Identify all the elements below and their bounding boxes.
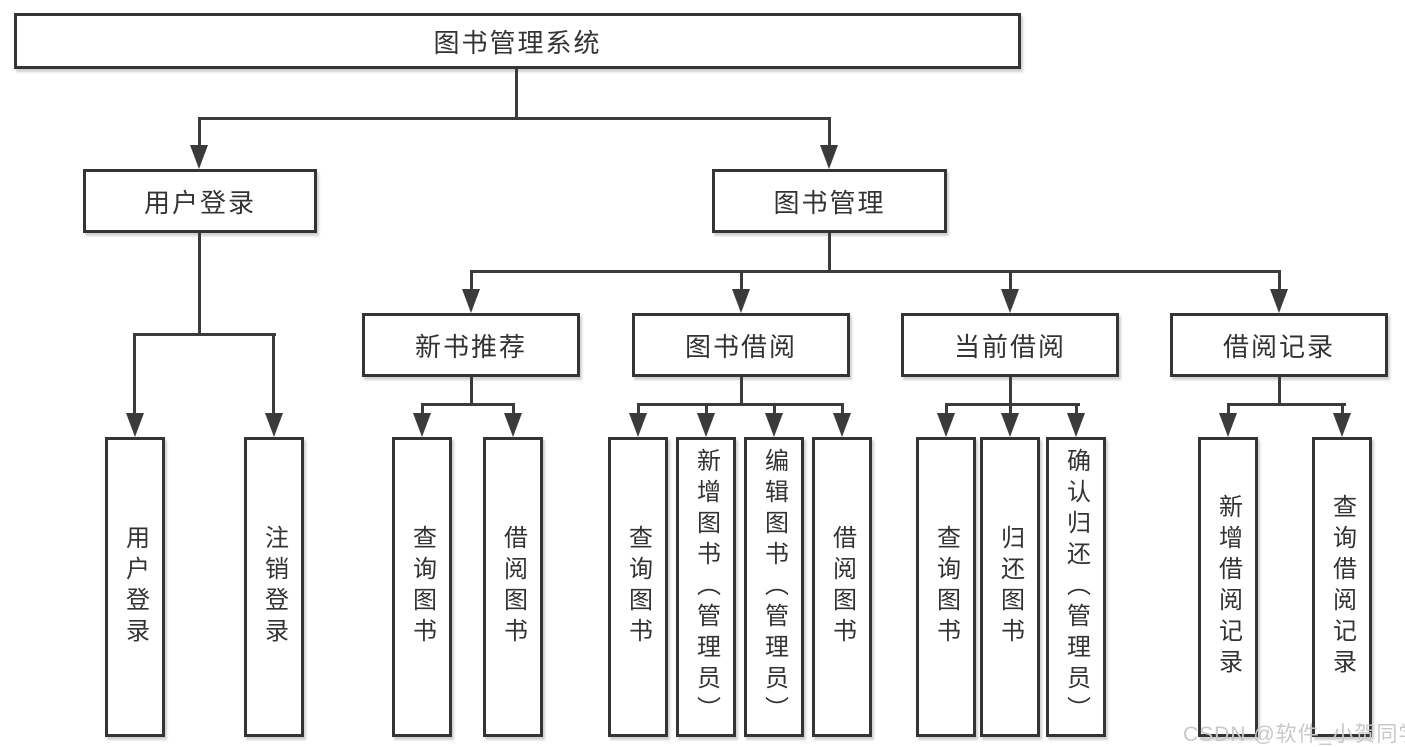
connector-line [637, 403, 844, 406]
connector-line [198, 233, 201, 335]
arrow-down-icon [1001, 413, 1019, 437]
leaf-borrow-books: 借阅图书 [812, 437, 872, 737]
connector-line [1341, 405, 1344, 415]
connector-line [1227, 405, 1230, 415]
arrow-down-icon [1001, 289, 1019, 313]
connector-line [1227, 403, 1346, 406]
connector-line [133, 333, 276, 336]
connector-line [828, 233, 831, 273]
arrow-down-icon [126, 413, 144, 437]
node-book-borrow-label: 图书借阅 [684, 331, 797, 362]
arrow-down-icon [190, 145, 208, 169]
connector-line [198, 117, 831, 120]
connector-line [515, 69, 518, 118]
arrow-down-icon [629, 413, 647, 437]
connector-line [773, 405, 776, 415]
connector-line [841, 405, 844, 415]
leaf-logout: 注销登录 [244, 437, 304, 737]
leaf-add-book-admin-label: 新增图书（管理员） [692, 447, 720, 727]
node-user-login-label: 用户登录 [143, 187, 256, 218]
connector-line [1009, 272, 1012, 291]
connector-line [421, 405, 424, 415]
node-book-borrow: 图书借阅 [632, 313, 850, 377]
connector-line [1278, 377, 1281, 406]
arrow-down-icon [697, 413, 715, 437]
leaf-return-book: 归还图书 [980, 437, 1040, 737]
connector-line [1009, 377, 1012, 406]
node-library-system-label: 图书管理系统 [433, 27, 602, 58]
arrow-down-icon [765, 413, 783, 437]
leaf-query-books-borrow-label: 查询图书 [624, 525, 652, 649]
connector-line [740, 272, 743, 291]
leaf-confirm-return-admin-label: 确认归还（管理员） [1062, 447, 1090, 727]
connector-line [421, 403, 515, 406]
node-library-system: 图书管理系统 [14, 13, 1021, 69]
connector-line [1278, 272, 1281, 291]
leaf-borrow-books-recommend: 借阅图书 [483, 437, 543, 737]
node-borrow-records-label: 借阅记录 [1222, 331, 1335, 362]
leaf-add-book-admin: 新增图书（管理员） [676, 437, 736, 737]
leaf-edit-book-admin-label: 编辑图书（管理员） [760, 447, 788, 727]
leaf-return-book-label: 归还图书 [996, 525, 1024, 649]
arrow-down-icon [265, 413, 283, 437]
node-new-book-recommend: 新书推荐 [362, 313, 580, 377]
arrow-down-icon [820, 145, 838, 169]
node-new-book-recommend-label: 新书推荐 [414, 331, 527, 362]
arrow-down-icon [937, 413, 955, 437]
arrow-down-icon [1219, 413, 1237, 437]
arrow-down-icon [462, 289, 480, 313]
connector-line [512, 405, 515, 415]
leaf-borrow-books-recommend-label: 借阅图书 [499, 525, 527, 649]
connector-line [828, 119, 831, 147]
leaf-query-borrow-record-label: 查询借阅记录 [1328, 494, 1356, 680]
connector-line [470, 270, 1281, 273]
leaf-query-books-current: 查询图书 [916, 437, 976, 737]
leaf-user-login-label: 用户登录 [121, 525, 149, 649]
connector-line [705, 405, 708, 415]
connector-line [637, 405, 640, 415]
arrow-down-icon [1067, 413, 1085, 437]
connector-line [740, 377, 743, 406]
node-borrow-records: 借阅记录 [1170, 313, 1388, 377]
connector-line [198, 119, 201, 147]
arrow-down-icon [413, 413, 431, 437]
connector-line [945, 405, 948, 415]
node-book-management: 图书管理 [712, 169, 947, 233]
leaf-query-books-borrow: 查询图书 [608, 437, 668, 737]
leaf-borrow-books-label: 借阅图书 [828, 525, 856, 649]
node-current-borrow-label: 当前借阅 [953, 331, 1066, 362]
arrow-down-icon [1333, 413, 1351, 437]
node-current-borrow: 当前借阅 [901, 313, 1119, 377]
leaf-logout-label: 注销登录 [260, 525, 288, 649]
leaf-query-books-current-label: 查询图书 [932, 525, 960, 649]
connector-line [945, 403, 1080, 406]
leaf-add-borrow-record: 新增借阅记录 [1198, 437, 1258, 737]
leaf-query-books-recommend-label: 查询图书 [408, 525, 436, 649]
arrow-down-icon [732, 289, 750, 313]
arrow-down-icon [833, 413, 851, 437]
connector-line [1009, 405, 1012, 415]
connector-line [470, 377, 473, 406]
connector-line [1075, 405, 1078, 415]
watermark: CSDN @软件_小贺同学 [1183, 723, 1405, 746]
leaf-add-borrow-record-label: 新增借阅记录 [1214, 494, 1242, 680]
leaf-edit-book-admin: 编辑图书（管理员） [744, 437, 804, 737]
leaf-query-borrow-record: 查询借阅记录 [1312, 437, 1372, 737]
leaf-query-books-recommend: 查询图书 [392, 437, 452, 737]
node-user-login: 用户登录 [83, 169, 317, 233]
connector-line [470, 272, 473, 291]
node-book-management-label: 图书管理 [773, 187, 886, 218]
leaf-user-login: 用户登录 [105, 437, 165, 737]
arrow-down-icon [504, 413, 522, 437]
connector-line [133, 335, 136, 415]
connector-line [272, 335, 275, 415]
leaf-confirm-return-admin: 确认归还（管理员） [1046, 437, 1106, 737]
arrow-down-icon [1270, 289, 1288, 313]
